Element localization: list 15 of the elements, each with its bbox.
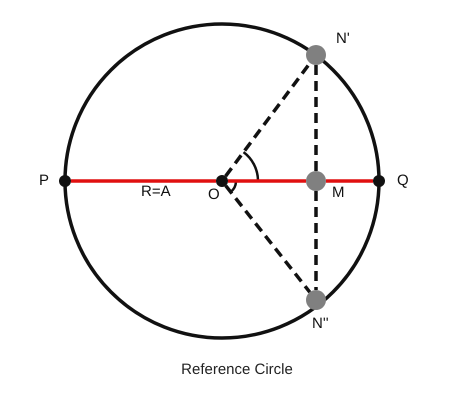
line-segment bbox=[71, 179, 216, 183]
point-label: O bbox=[208, 187, 220, 202]
point-label: M bbox=[332, 185, 344, 200]
point-label: P bbox=[39, 173, 50, 188]
dashed-line bbox=[224, 184, 312, 294]
point-label: N' bbox=[336, 31, 350, 46]
line-segment bbox=[228, 179, 306, 183]
dashed-line bbox=[314, 191, 318, 290]
point-label: Q bbox=[397, 173, 409, 188]
dashed-line bbox=[314, 65, 318, 171]
edge-label: R=A bbox=[140, 184, 172, 199]
point-label: N'' bbox=[312, 316, 329, 331]
line-segment bbox=[326, 179, 373, 183]
dashed-line bbox=[224, 62, 312, 178]
figure-caption: Reference Circle bbox=[181, 361, 293, 378]
